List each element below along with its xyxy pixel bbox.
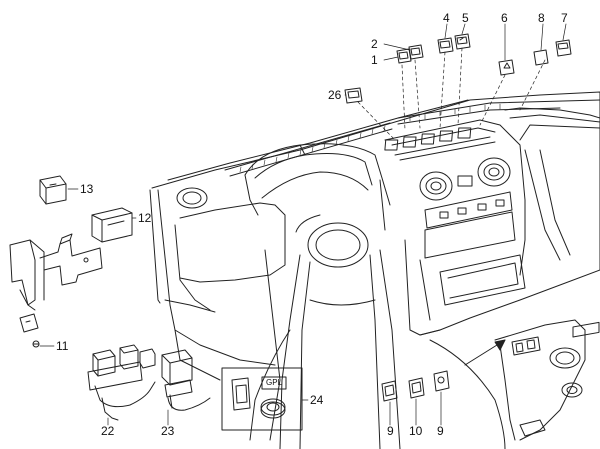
callout-13: 13 (80, 182, 94, 196)
callout-5: 5 (462, 11, 469, 25)
callout-8: 8 (538, 11, 545, 25)
callout-6: 6 (501, 11, 508, 25)
callout-22: 22 (101, 424, 115, 438)
relay-harness-23 (161, 349, 211, 411)
switch-10 (408, 377, 425, 399)
callout-7: 7 (561, 11, 568, 25)
switch-26 (344, 87, 363, 104)
switch-9-left (381, 380, 398, 402)
callout-4: 4 (443, 11, 450, 25)
callout-23: 23 (161, 424, 175, 438)
centre-console (384, 119, 526, 336)
switch-1 (396, 48, 412, 64)
inset-box-24 (221, 367, 303, 431)
arrow-head (494, 339, 506, 351)
gpl-label: GPL (265, 378, 282, 387)
callout-24: 24 (310, 393, 324, 407)
dashboard-panel (149, 91, 600, 381)
switch-7 (555, 39, 572, 57)
mounting-bracket (9, 233, 103, 333)
callout-9-left: 9 (387, 424, 394, 438)
screw-11 (32, 340, 40, 348)
callout-12: 12 (138, 211, 152, 225)
relay-13 (39, 175, 67, 205)
switch-8 (533, 49, 549, 66)
callout-9-right: 9 (437, 424, 444, 438)
switch-9-right (433, 370, 450, 392)
callout-1: 1 (371, 53, 378, 67)
relay-harness-22 (87, 344, 156, 421)
switch-5 (454, 33, 471, 50)
module-12 (91, 207, 133, 243)
leader-lines (357, 47, 546, 141)
switch-4 (437, 37, 454, 54)
instrument-hood (244, 143, 401, 449)
callout-26: 26 (328, 88, 342, 102)
lower-console-detail (429, 319, 600, 449)
callout-2: 2 (371, 37, 378, 51)
callout-leaders (39, 23, 567, 426)
callout-10: 10 (409, 424, 423, 438)
callout-11: 11 (56, 339, 69, 353)
switch-2 (408, 44, 424, 60)
switch-6 (498, 59, 515, 76)
